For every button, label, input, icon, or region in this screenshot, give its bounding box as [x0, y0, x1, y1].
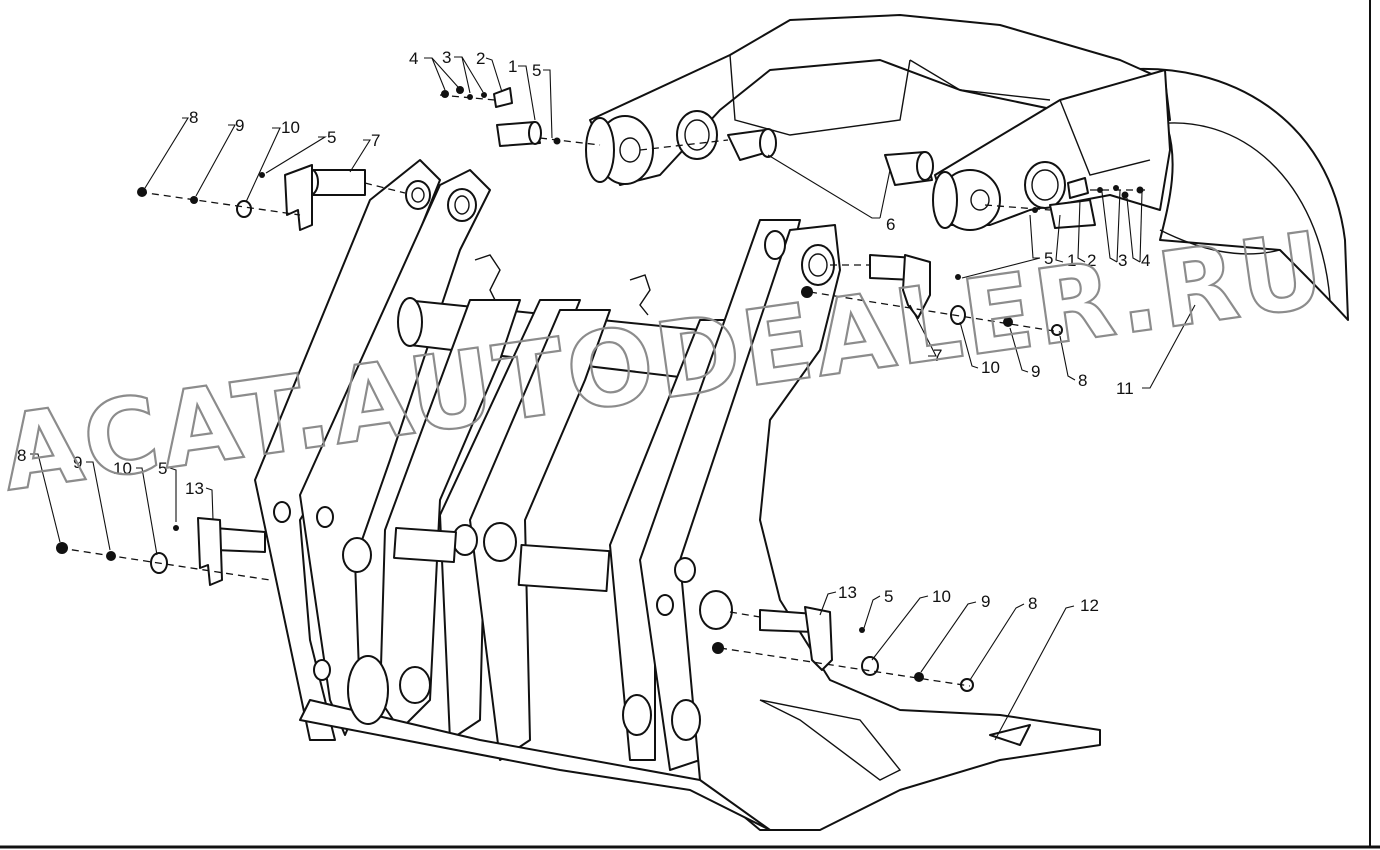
callout-7-right-middle: 7	[933, 346, 942, 365]
callout-2-upper-left: 2	[476, 49, 485, 68]
callout-5-left-upper: 5	[327, 128, 336, 147]
callout-7-left-upper: 7	[371, 131, 380, 150]
callout-13-right-lower: 13	[838, 583, 857, 602]
leader-lines	[30, 56, 1196, 741]
hardware-parts	[56, 86, 1145, 692]
callout-8-left-upper: 8	[189, 108, 198, 127]
callout-2-right-upper: 2	[1087, 251, 1096, 270]
callout-8-right-middle: 8	[1078, 371, 1087, 390]
callout-10-left-upper: 10	[281, 118, 300, 137]
callout-11: 11	[1116, 379, 1134, 398]
callout-3-right-upper: 3	[1118, 251, 1127, 270]
callout-10-left-lower: 10	[113, 459, 132, 478]
upper-jaw	[585, 14, 1349, 321]
callout-1-upper-left: 1	[508, 57, 517, 76]
callout-5-left-lower: 5	[158, 459, 167, 478]
callout-9-left-upper: 9	[235, 116, 244, 135]
callout-5-right-lower: 5	[884, 587, 893, 606]
callout-labels: 4 3 2 1 5 8 9 10 5 7 6 5 1 2 3 4 5 7 10 …	[17, 48, 1150, 615]
callout-6: 6	[886, 215, 895, 234]
callout-9-right-middle: 9	[1031, 362, 1040, 381]
callout-8-left-lower: 8	[17, 446, 26, 465]
callout-12: 12	[1080, 596, 1099, 615]
lower-fork-frame	[254, 159, 1101, 831]
callout-10-right-lower: 10	[932, 587, 951, 606]
callout-8-right-lower: 8	[1028, 594, 1037, 613]
callout-9-right-lower: 9	[981, 592, 990, 611]
callout-1-right-upper: 1	[1067, 251, 1076, 270]
callout-9-left-lower: 9	[73, 453, 82, 472]
callout-10-right-middle: 10	[981, 358, 1000, 377]
callout-4-upper-left: 4	[409, 49, 418, 68]
callout-13-left-lower: 13	[185, 479, 204, 498]
callout-3-upper-left: 3	[442, 48, 451, 67]
callout-5-right-middle: 5	[1044, 249, 1053, 268]
callout-5-upper-left: 5	[532, 61, 541, 80]
callout-4-right-upper: 4	[1141, 251, 1150, 270]
